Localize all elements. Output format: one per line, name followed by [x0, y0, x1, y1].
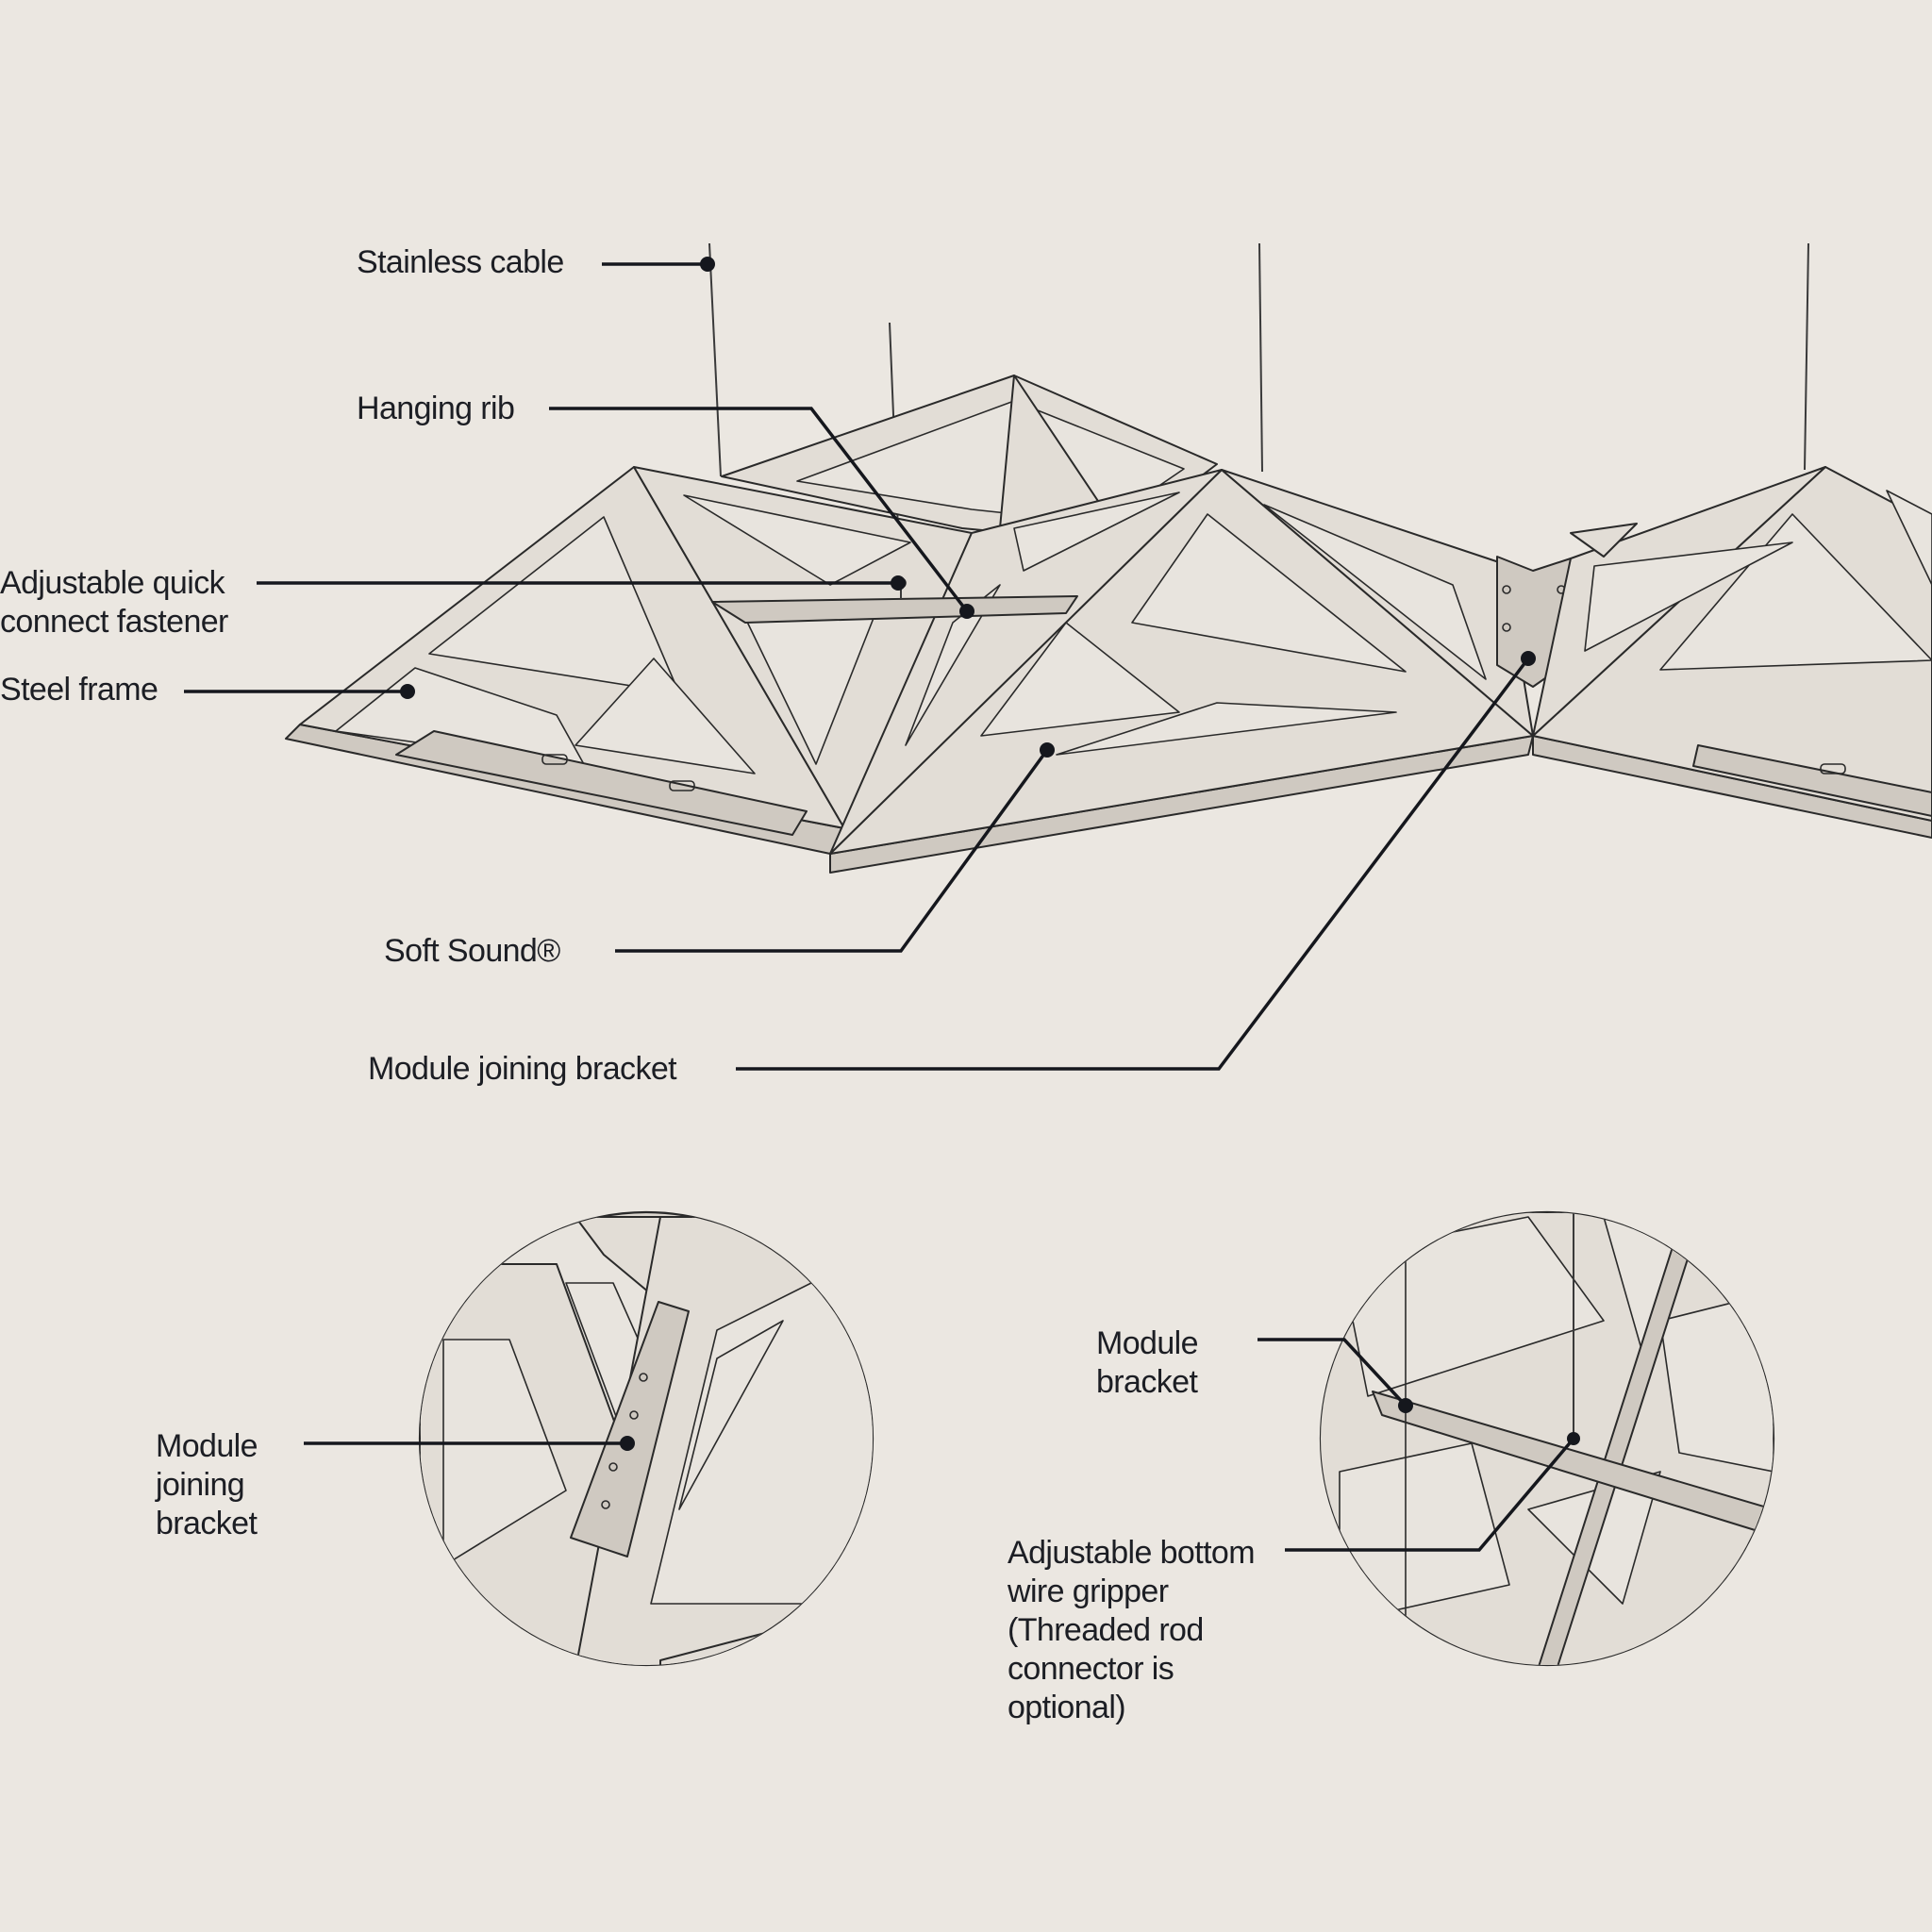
label-quick-connect-fastener: Adjustable quick connect fastener: [0, 565, 228, 640]
center-module: [829, 469, 1534, 874]
label-steel-frame: Steel frame: [0, 672, 158, 708]
label-hanging-rib: Hanging rib: [357, 391, 515, 426]
leader-module-joining-bracket: [736, 657, 1530, 1071]
detail-circle-right: [1319, 1210, 1775, 1667]
suspension-cable-3: [1258, 242, 1263, 473]
leader-detail-right-bracket: [1257, 1338, 1407, 1407]
detail-circle-left: [418, 1210, 874, 1667]
leader-hanging-rib: [549, 407, 969, 613]
label-detail-module-bracket: Module bracket: [1096, 1325, 1199, 1400]
label-module-joining-bracket: Module joining bracket: [368, 1051, 677, 1087]
leader-lines: [184, 257, 1580, 1552]
right-module: [1532, 466, 1932, 839]
main-assembly: [285, 242, 1932, 874]
label-stainless-cable: Stainless cable: [357, 244, 564, 280]
left-module: [285, 466, 973, 855]
label-detail-wire-gripper: Adjustable bottom wire gripper (Threaded…: [1008, 1535, 1256, 1725]
suspension-cable-1: [708, 242, 722, 477]
label-detail-module-joining-bracket: Module joining bracket: [156, 1428, 258, 1541]
leader-soft-sound: [615, 748, 1049, 953]
suspension-cable-4: [1804, 242, 1809, 471]
label-soft-sound: Soft Sound®: [384, 933, 560, 969]
leader-detail-wire-gripper: [1285, 1437, 1575, 1552]
